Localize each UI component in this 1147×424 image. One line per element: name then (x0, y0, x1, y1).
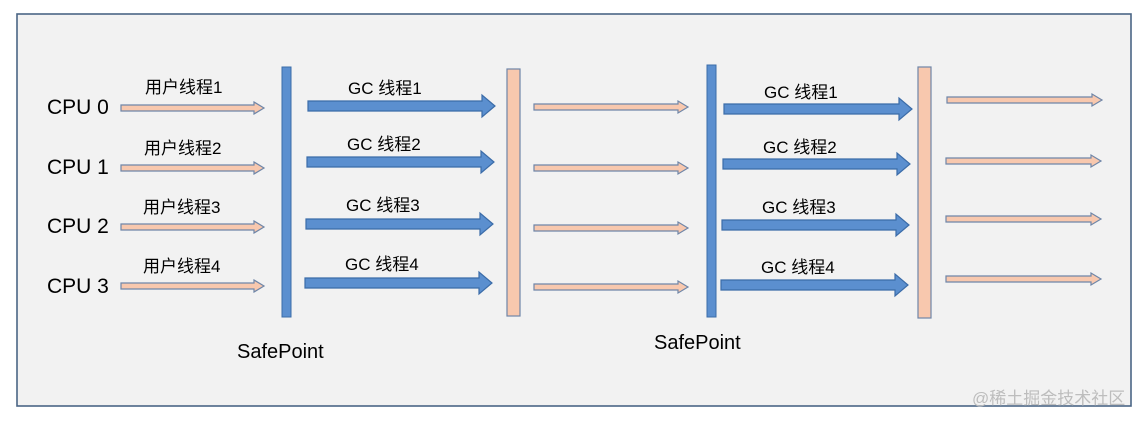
gc-thread-label-p2-2: GC 线程2 (763, 138, 837, 157)
resume-bar-2 (917, 66, 932, 319)
gc-thread-label-p1-3: GC 线程3 (346, 196, 420, 215)
gc-arrow-p2-4 (720, 272, 909, 298)
gc-thread-label-p2-3: GC 线程3 (762, 198, 836, 217)
resume-bar-1 (506, 68, 521, 317)
gc-arrow-p2-2 (722, 151, 911, 177)
user-thread-arrow-right-2 (945, 153, 1103, 169)
user-thread-arrow-1 (120, 100, 266, 116)
gc-arrow-p1-4 (304, 270, 493, 296)
safepoint-bar-1 (281, 66, 292, 318)
cpu-label-3: CPU 3 (47, 275, 109, 298)
user-thread-label-4: 用户线程4 (143, 257, 221, 276)
user-thread-arrow-3 (120, 219, 266, 235)
user-thread-arrow-mid-2 (533, 160, 690, 176)
cpu-label-2: CPU 2 (47, 215, 109, 238)
gc-thread-label-p2-1: GC 线程1 (764, 83, 838, 102)
gc-arrow-p1-3 (305, 211, 494, 237)
user-thread-arrow-right-3 (945, 211, 1103, 227)
user-thread-arrow-mid-3 (533, 220, 690, 236)
user-thread-arrow-2 (120, 160, 266, 176)
user-thread-arrow-right-4 (945, 271, 1103, 287)
diagram-panel (16, 13, 1132, 407)
user-thread-arrow-mid-1 (533, 99, 690, 115)
gc-thread-label-p1-1: GC 线程1 (348, 79, 422, 98)
user-thread-label-2: 用户线程2 (144, 139, 222, 158)
gc-arrow-p2-1 (723, 96, 913, 122)
cpu-label-0: CPU 0 (47, 96, 109, 119)
safepoint-label-1: SafePoint (237, 341, 324, 363)
gc-arrow-p1-2 (306, 149, 495, 175)
gc-arrow-p1-1 (307, 93, 496, 119)
user-thread-label-3: 用户线程3 (143, 198, 221, 217)
watermark-text: @稀土掘金技术社区 (972, 389, 1126, 408)
safepoint-label-2: SafePoint (654, 332, 741, 354)
safepoint-bar-2 (706, 64, 717, 318)
user-thread-arrow-right-1 (946, 92, 1104, 108)
user-thread-arrow-4 (120, 278, 266, 294)
gc-thread-label-p1-4: GC 线程4 (345, 255, 419, 274)
gc-arrow-p2-3 (721, 212, 910, 238)
gc-thread-label-p1-2: GC 线程2 (347, 135, 421, 154)
gc-thread-label-p2-4: GC 线程4 (761, 258, 835, 277)
user-thread-arrow-mid-4 (533, 279, 690, 295)
user-thread-label-1: 用户线程1 (145, 78, 223, 97)
cpu-label-1: CPU 1 (47, 156, 109, 179)
